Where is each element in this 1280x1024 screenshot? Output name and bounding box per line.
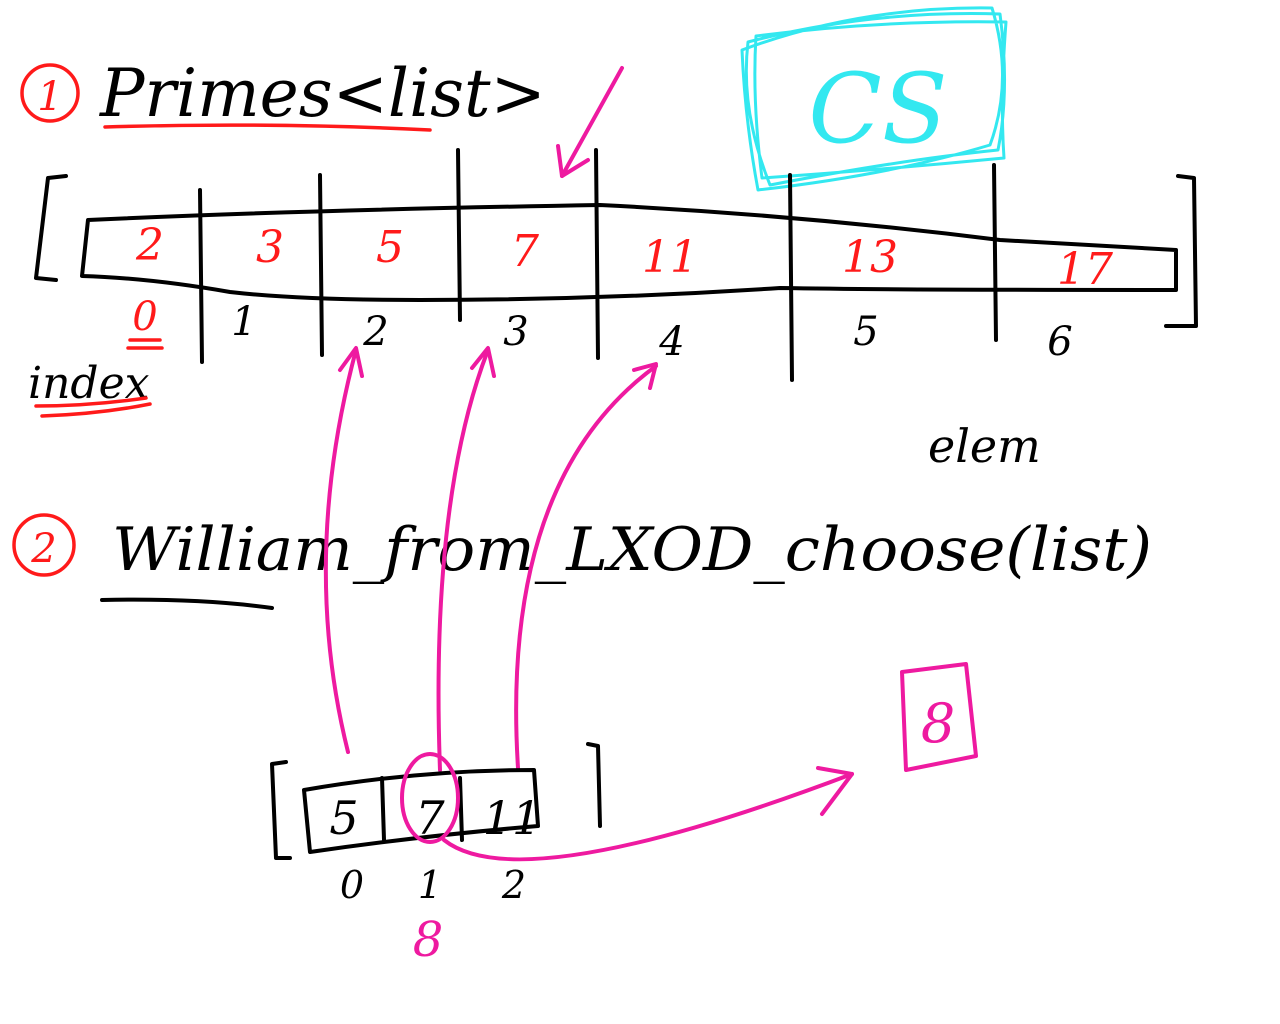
main-list-divider bbox=[198, 188, 204, 364]
section1-title-underline bbox=[103, 123, 432, 132]
sub-list-close-bracket bbox=[586, 742, 602, 828]
main-list-value: 2 bbox=[135, 220, 164, 271]
result-box-text: 8 bbox=[921, 692, 955, 755]
sub-list-values: 5 7 11 bbox=[329, 791, 541, 845]
index-label-group: index bbox=[28, 358, 152, 418]
section2-code: William_from_LXOD_choose(list) bbox=[112, 515, 1152, 585]
main-list-divider bbox=[992, 163, 998, 342]
main-list-divider bbox=[594, 148, 600, 360]
sub-list-indices: 0 1 2 bbox=[340, 863, 526, 907]
sub-list-value: 7 bbox=[415, 791, 445, 845]
sub-list-index: 2 bbox=[501, 863, 526, 907]
section2-number-circle bbox=[12, 513, 76, 577]
cs-badge: CS bbox=[740, 6, 1008, 192]
sub-list-divider bbox=[458, 776, 464, 842]
main-list-index: 0 bbox=[132, 294, 157, 340]
pointer-arrow bbox=[556, 66, 624, 178]
section1-number: 1 bbox=[37, 74, 62, 120]
index0-underline bbox=[126, 338, 164, 350]
mapping-arrows bbox=[323, 346, 854, 862]
main-list-value: 17 bbox=[1057, 244, 1113, 295]
arrow-to-result bbox=[442, 772, 854, 862]
main-list-value: 11 bbox=[642, 232, 698, 283]
selected-element-label: 8 bbox=[413, 912, 444, 968]
arrow-to-index-4 bbox=[514, 364, 658, 770]
section1-heading: 1 Primes<list> bbox=[20, 55, 546, 132]
sub-list: 5 7 11 0 1 2 8 bbox=[270, 742, 602, 968]
main-list-index: 6 bbox=[1047, 319, 1072, 365]
result-box: 8 bbox=[900, 662, 978, 772]
arrow-to-index-2 bbox=[323, 348, 358, 754]
main-list-index: 1 bbox=[231, 299, 256, 345]
selected-element-circle bbox=[400, 752, 460, 844]
sub-list-index: 1 bbox=[418, 863, 442, 907]
result-box-frame bbox=[900, 662, 978, 772]
main-list-index: 5 bbox=[853, 309, 878, 355]
section2-above-label: elem bbox=[928, 419, 1041, 473]
sub-list-divider bbox=[380, 776, 386, 842]
main-list-body bbox=[80, 203, 1178, 302]
sub-list-open-bracket bbox=[270, 760, 292, 860]
main-list-values: 2 3 5 7 11 13 17 bbox=[135, 220, 1113, 295]
main-list-divider bbox=[456, 148, 462, 322]
main-list-index: 2 bbox=[362, 309, 388, 355]
main-list-indices: 0 1 2 3 4 5 6 bbox=[132, 294, 1072, 365]
section1-number-circle bbox=[20, 63, 80, 123]
main-list-index: 4 bbox=[658, 319, 684, 365]
index-label-underline bbox=[34, 396, 152, 418]
cs-badge-scribble-frame bbox=[740, 6, 1008, 192]
main-list-divider bbox=[788, 173, 794, 382]
main-list-value: 3 bbox=[256, 222, 284, 273]
sub-list-dividers bbox=[380, 776, 464, 842]
main-list-value: 7 bbox=[511, 226, 539, 277]
sub-list-value: 11 bbox=[483, 791, 542, 845]
main-list-index: 3 bbox=[503, 309, 528, 355]
arrow-to-index-3 bbox=[436, 348, 490, 772]
main-list-open-bracket bbox=[34, 174, 68, 282]
main-list-close-bracket bbox=[1164, 174, 1198, 328]
main-list-dividers bbox=[198, 148, 998, 382]
cs-badge-text: CS bbox=[808, 53, 947, 165]
section2-underline bbox=[100, 597, 274, 610]
main-list: 2 3 5 7 11 13 17 0 1 2 3 4 5 6 bbox=[34, 148, 1198, 382]
section2-number: 2 bbox=[30, 526, 56, 572]
main-list-value: 5 bbox=[376, 222, 404, 273]
sub-list-value: 5 bbox=[329, 791, 358, 845]
main-list-divider bbox=[318, 173, 324, 357]
main-list-value: 13 bbox=[842, 232, 898, 283]
sub-list-index: 0 bbox=[340, 863, 364, 907]
section1-title: Primes<list> bbox=[99, 55, 546, 132]
section2-heading: 2 elem William_from_LXOD_choose(list) bbox=[12, 419, 1152, 610]
